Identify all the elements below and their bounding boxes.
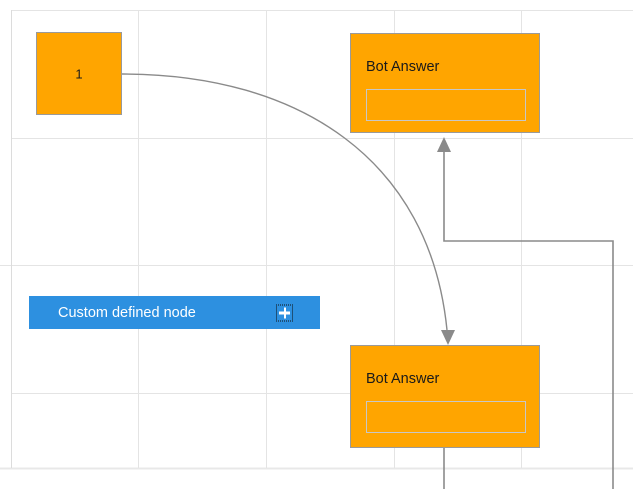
node-1[interactable]: 1 <box>36 32 122 115</box>
node-bot-answer-bottom[interactable]: Bot Answer <box>350 345 540 448</box>
node-bot-answer-bottom-title: Bot Answer <box>366 371 440 387</box>
arrowhead-up-icon <box>437 137 451 152</box>
node-1-label: 1 <box>75 66 83 81</box>
plus-icon[interactable] <box>276 304 293 321</box>
connector-curved[interactable] <box>121 73 455 345</box>
custom-defined-node-button[interactable]: Custom defined node <box>29 296 320 329</box>
node-bot-answer-bottom-slot[interactable] <box>366 401 526 433</box>
node-bot-answer-top-title: Bot Answer <box>366 59 440 75</box>
custom-defined-node-label: Custom defined node <box>58 304 196 321</box>
plus-icon-vertical-bar <box>283 307 286 318</box>
node-bot-answer-top-slot[interactable] <box>366 89 526 121</box>
node-bot-answer-top[interactable]: Bot Answer <box>350 33 540 133</box>
arrowhead-down-icon <box>441 330 455 345</box>
connector-orthogonal[interactable] <box>437 137 614 265</box>
